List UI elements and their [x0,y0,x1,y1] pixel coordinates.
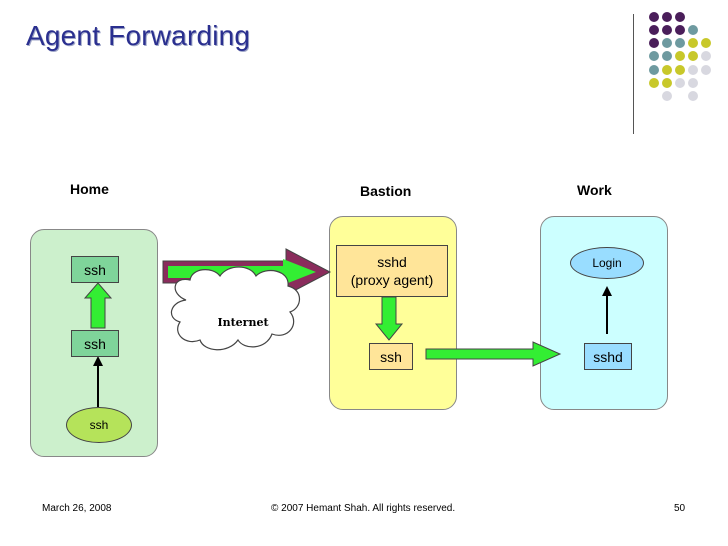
footer-copyright: © 2007 Hemant Shah. All rights reserved. [271,503,456,514]
home-upper-green-arrow [83,282,113,329]
home-ssh-bottom-ellipse: ssh [66,407,132,443]
home-ssh-middle-box: ssh [71,330,119,357]
home-ssh-top-box: ssh [71,256,119,283]
bastion-proxy-agent-label: (proxy agent) [350,272,434,288]
column-label-work: Work [577,182,612,198]
bastion-sshd-proxy-box: sshd (proxy agent) [336,245,448,297]
column-label-home: Home [70,181,109,197]
internet-label: Internet [217,316,269,329]
bastion-sshd-label: sshd [377,254,407,270]
work-sshd-box: sshd [584,343,632,370]
column-label-bastion: Bastion [360,183,412,199]
bastion-ssh-box: ssh [369,343,413,370]
page-number: 50 [674,503,686,514]
bastion-down-green-arrow [374,296,404,341]
bastion-to-work-arrow [425,341,562,367]
work-login-ellipse: Login [570,247,644,279]
footer-date: March 26, 2008 [42,503,112,514]
slide-title: Agent Forwarding [26,20,251,51]
divider-line [633,14,634,134]
internet-cloud-icon [170,266,301,351]
